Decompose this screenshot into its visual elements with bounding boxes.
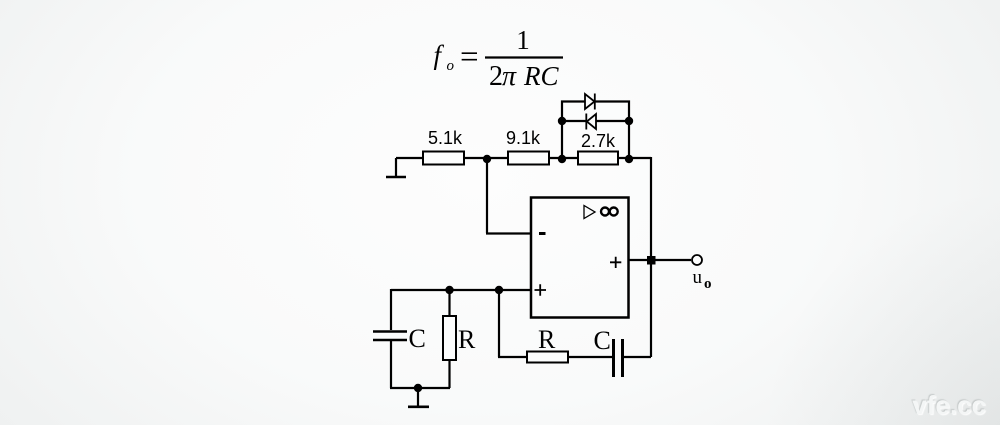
svg-text:RC: RC <box>523 61 559 91</box>
svg-text:o: o <box>704 276 712 292</box>
svg-text:2: 2 <box>489 61 503 92</box>
svg-text:C: C <box>409 324 426 353</box>
svg-text:5.1k: 5.1k <box>428 128 463 148</box>
svg-text:2.7k: 2.7k <box>581 131 616 151</box>
svg-text:R: R <box>458 325 476 354</box>
svg-text:π: π <box>502 61 517 92</box>
svg-text:f: f <box>434 40 445 70</box>
svg-text:1: 1 <box>516 25 530 55</box>
svg-text:9.1k: 9.1k <box>506 128 541 148</box>
svg-text:u: u <box>693 267 703 288</box>
svg-text:R: R <box>538 325 556 354</box>
svg-text:=: = <box>460 40 479 76</box>
svg-text:C: C <box>594 326 611 355</box>
svg-text:o: o <box>447 58 455 74</box>
